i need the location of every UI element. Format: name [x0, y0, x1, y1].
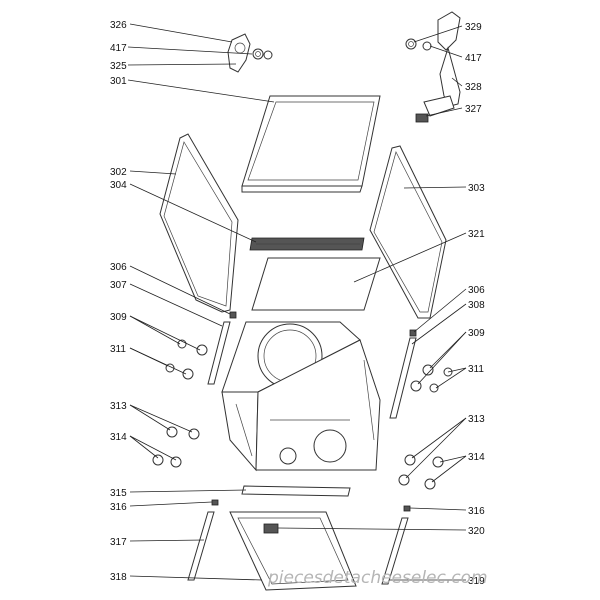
callout-314-right: 314 — [468, 452, 485, 463]
part-door-frame — [229, 511, 357, 591]
leader-lines — [127, 23, 467, 581]
part-top-cover — [241, 95, 381, 193]
callout-315: 315 — [110, 488, 127, 499]
callout-317: 317 — [110, 537, 127, 548]
watermark-text: piecesdetacheeselec.com — [267, 568, 488, 588]
part-clip-316-left — [211, 499, 219, 506]
callout-329: 329 — [465, 22, 482, 33]
callout-313-left: 313 — [110, 401, 127, 412]
callout-319: 319 — [468, 576, 485, 587]
callout-311-left: 311 — [110, 344, 126, 355]
callout-314-left: 314 — [110, 432, 127, 443]
callout-301: 301 — [110, 76, 127, 87]
part-clip-left — [229, 311, 237, 319]
part-feet-left-upper — [165, 339, 208, 380]
callout-labels: 326 417 325 301 329 417 328 327 302 304 … — [110, 20, 485, 587]
part-rod-front-left — [187, 511, 215, 581]
callout-311-right: 311 — [468, 364, 484, 375]
callout-308: 308 — [468, 300, 485, 311]
callout-313-right: 313 — [468, 414, 485, 425]
part-feet-right-lower — [398, 454, 444, 490]
part-plate — [251, 257, 381, 311]
callout-321: 321 — [468, 229, 485, 240]
callout-316-right: 316 — [468, 506, 485, 517]
callout-417-left: 417 — [110, 43, 127, 54]
part-bottom-strip — [241, 485, 351, 497]
callout-309-right: 309 — [468, 328, 485, 339]
callout-327: 327 — [465, 104, 482, 115]
callout-417-right: 417 — [465, 53, 482, 64]
callout-316-left: 316 — [110, 502, 127, 513]
callout-306-left: 306 — [110, 262, 127, 273]
part-clip-316-right — [403, 505, 411, 512]
callout-303: 303 — [468, 183, 485, 194]
callout-320: 320 — [468, 526, 485, 537]
callout-302: 302 — [110, 167, 127, 178]
part-side-panel-right — [369, 145, 447, 319]
part-rod-left — [207, 321, 231, 385]
callout-318: 318 — [110, 572, 127, 583]
callout-309-left: 309 — [110, 312, 127, 323]
part-cabinet — [221, 321, 381, 472]
callout-306-right: 306 — [468, 285, 485, 296]
part-rod-front-right — [381, 517, 409, 585]
callout-326: 326 — [110, 20, 127, 31]
callout-304: 304 — [110, 180, 127, 191]
part-rod-right — [389, 337, 417, 419]
callout-328: 328 — [465, 82, 482, 93]
part-feet-left-lower — [152, 426, 200, 468]
part-side-panel-left — [159, 133, 239, 313]
part-clip-right — [409, 329, 417, 337]
part-rear-bar — [249, 237, 365, 251]
part-hose-right — [405, 11, 461, 123]
callout-307: 307 — [110, 280, 127, 291]
callout-325: 325 — [110, 61, 127, 72]
